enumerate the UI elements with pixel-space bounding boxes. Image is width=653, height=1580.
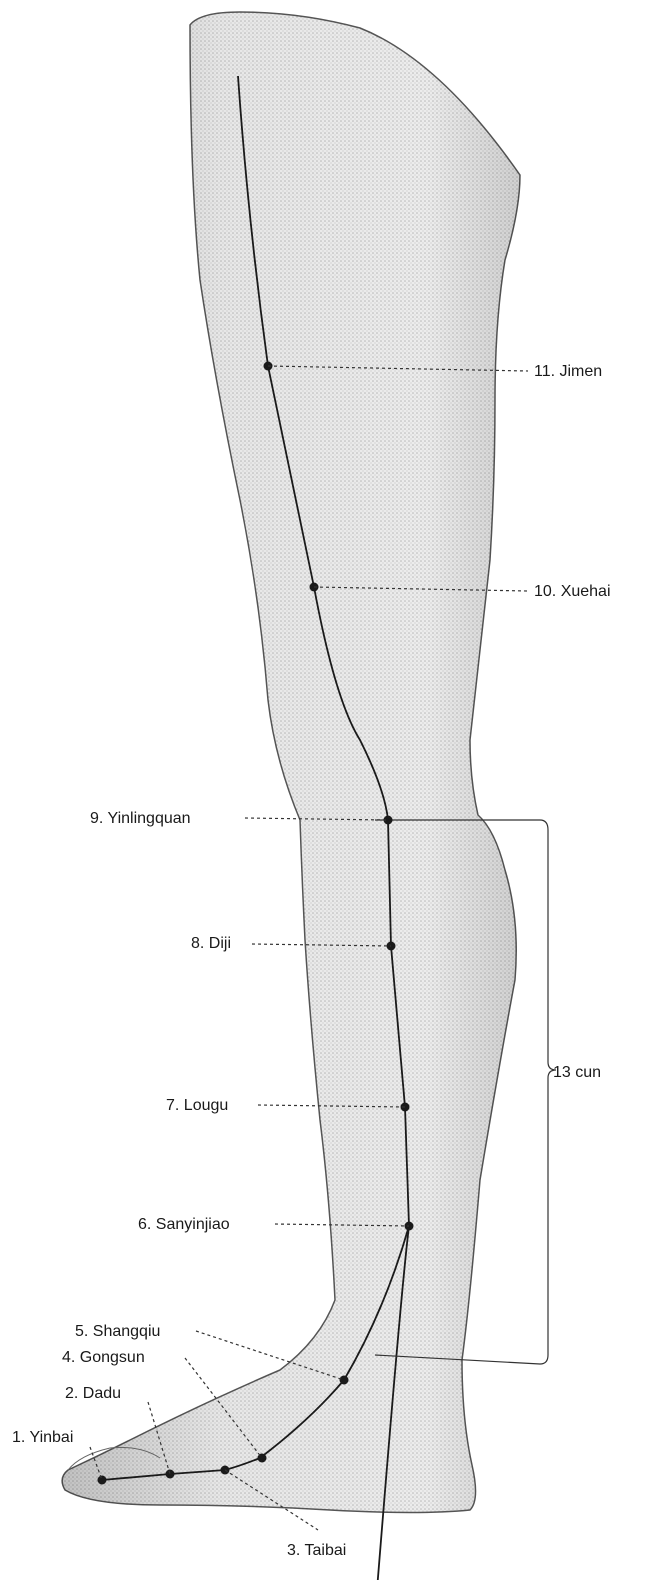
acupoint-yinbai xyxy=(98,1476,107,1485)
label-shangqiu: 5. Shangqiu xyxy=(75,1323,160,1340)
leg-shading xyxy=(62,12,520,1513)
label-sanyinjiao: 6. Sanyinjiao xyxy=(138,1216,230,1233)
label-yinbai: 1. Yinbai xyxy=(12,1429,73,1446)
acupoint-shangqiu xyxy=(340,1376,349,1385)
label-gongsun: 4. Gongsun xyxy=(62,1349,145,1366)
acupoint-dadu xyxy=(166,1470,175,1479)
label-jimen: 11. Jimen xyxy=(534,363,602,380)
acupoint-lougu xyxy=(401,1103,410,1112)
label-xuehai: 10. Xuehai xyxy=(534,583,611,600)
label-lougu: 7. Lougu xyxy=(166,1097,228,1114)
label-dadu: 2. Dadu xyxy=(65,1385,121,1402)
label-taibai: 3. Taibai xyxy=(287,1542,346,1559)
label-diji: 8. Diji xyxy=(191,935,231,952)
label-yinlingquan: 9. Yinlingquan xyxy=(90,810,191,827)
measurement-label: 13 cun xyxy=(553,1064,601,1081)
